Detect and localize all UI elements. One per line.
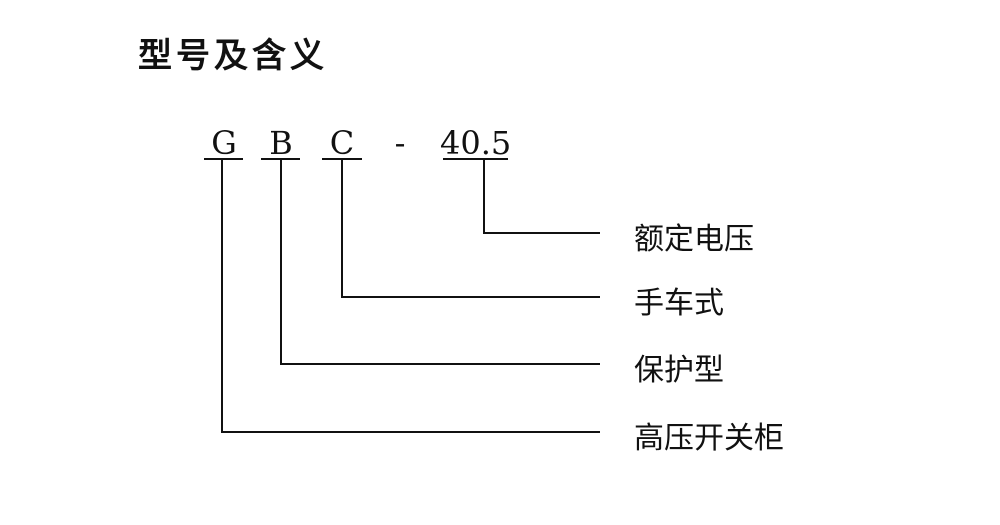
meaning-protected: 保护型 xyxy=(634,353,724,388)
meaning-hv-switchgear: 高压开关柜 xyxy=(634,421,784,456)
connector-g xyxy=(221,159,600,433)
code-part-b: B xyxy=(269,124,293,162)
code-part-c: C xyxy=(329,124,355,162)
code-part-g: G xyxy=(211,124,237,162)
connector-c xyxy=(341,159,600,298)
meaning-rated-voltage: 额定电压 xyxy=(634,222,754,257)
code-separator: - xyxy=(394,124,406,162)
page-title: 型号及含义 xyxy=(138,36,328,76)
code-part-voltage: 40.5 xyxy=(440,124,512,162)
connector-b xyxy=(280,159,600,365)
meaning-handcart: 手车式 xyxy=(634,286,724,321)
connector-voltage xyxy=(483,159,600,234)
